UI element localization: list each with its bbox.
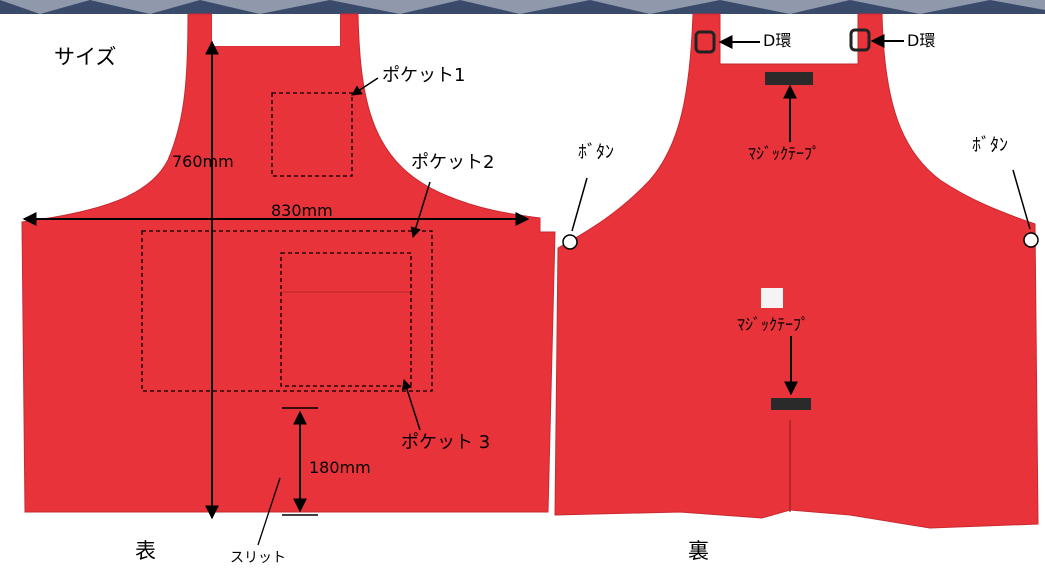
apron-front-body: [21, 13, 556, 513]
pocket1-label: ポケット1: [382, 65, 466, 86]
slit-dimension-label: 180mm: [309, 458, 371, 477]
size-heading: サイズ: [54, 45, 117, 69]
button-left: [562, 234, 578, 250]
height-dimension-label: 760mm: [172, 152, 234, 171]
pocket2-label: ポケット2: [411, 152, 495, 173]
pocket2-outline: [141, 230, 433, 392]
button-right: [1023, 232, 1039, 248]
top-photo-strip: [0, 0, 1045, 14]
velcro-top-label: ﾏｼﾞｯｸﾃｰﾌﾟ: [748, 144, 821, 163]
d-ring-right-label: D環: [907, 31, 936, 50]
apron-back-body: [554, 13, 1039, 529]
pocket3-label: ポケット 3: [401, 432, 491, 453]
velcro-top: [765, 72, 813, 85]
slit-label: スリット: [230, 550, 286, 566]
d-ring-right: [849, 28, 871, 52]
d-ring-left-label: D環: [763, 31, 792, 50]
button-right-label: ﾎﾞﾀﾝ: [972, 135, 1008, 156]
button-left-label: ﾎﾞﾀﾝ: [578, 142, 614, 163]
back-caption: 裏: [688, 539, 709, 563]
velcro-bottom-label: ﾏｼﾞｯｸﾃｰﾌﾟ: [737, 315, 810, 334]
width-dimension-label: 830mm: [271, 201, 333, 220]
pocket3-outline: [280, 252, 412, 387]
front-caption: 表: [135, 539, 156, 563]
label-tag: [761, 288, 783, 308]
apron-back: [554, 13, 1039, 529]
pocket1-outline: [271, 92, 353, 177]
velcro-bottom: [771, 398, 811, 410]
d-ring-left: [694, 30, 716, 54]
apron-front: [21, 13, 556, 546]
